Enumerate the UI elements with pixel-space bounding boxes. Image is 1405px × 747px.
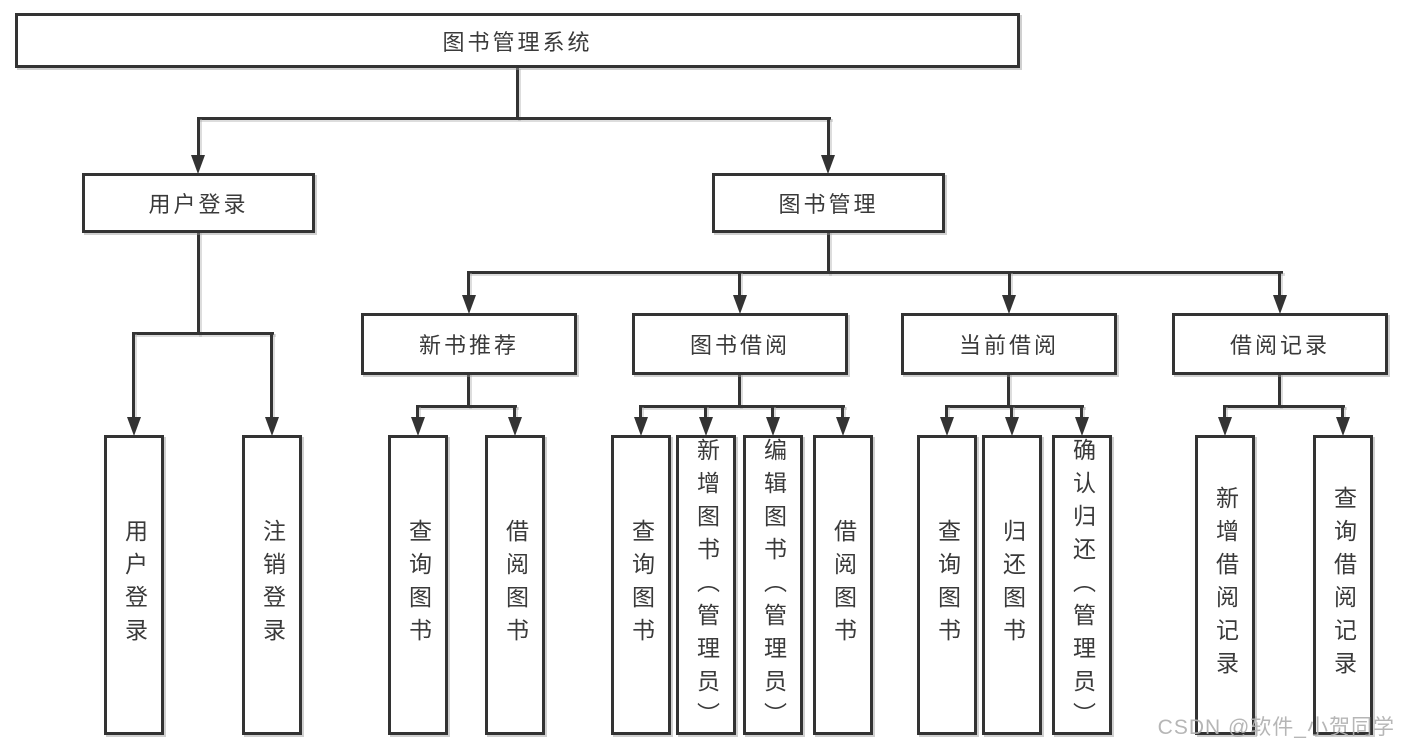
connector-line <box>827 231 830 274</box>
connector-line <box>1278 271 1281 299</box>
node-book-borrowing: 图书借阅 <box>632 313 848 375</box>
connector-line <box>467 271 1283 274</box>
node-book-management: 图书管理 <box>712 173 945 233</box>
leaf-edit-book-admin: 编辑图书（管理员） <box>743 435 803 735</box>
connector-line <box>639 405 845 408</box>
connector-line <box>467 271 470 299</box>
arrowhead <box>411 417 425 436</box>
connector-line <box>1341 405 1344 421</box>
connector-line <box>132 332 274 335</box>
connector-line <box>738 373 741 407</box>
leaf-query-borrow-record: 查询借阅记录 <box>1313 435 1373 735</box>
connector-line <box>704 405 707 421</box>
arrowhead <box>462 295 476 314</box>
arrowhead <box>1002 295 1016 314</box>
connector-line <box>132 332 135 420</box>
connector-line <box>197 117 200 157</box>
arrowhead <box>508 417 522 436</box>
connector-line <box>467 373 470 407</box>
arrowhead <box>634 417 648 436</box>
leaf-query-books-borrowing: 查询图书 <box>611 435 671 735</box>
connector-line <box>1010 405 1013 421</box>
node-current-borrowing: 当前借阅 <box>901 313 1117 375</box>
connector-line <box>841 405 844 421</box>
leaf-user-login: 用户登录 <box>104 435 164 735</box>
leaf-query-books-recommend: 查询图书 <box>388 435 448 735</box>
arrowhead <box>127 417 141 436</box>
leaf-confirm-return-admin: 确认归还（管理员） <box>1052 435 1112 735</box>
connector-line <box>1080 405 1083 421</box>
leaf-borrow-books-recommend: 借阅图书 <box>485 435 545 735</box>
leaf-borrow-books: 借阅图书 <box>813 435 873 735</box>
connector-line <box>639 405 642 421</box>
connector-line <box>1223 405 1226 421</box>
connector-line <box>270 332 273 420</box>
connector-line <box>197 231 200 335</box>
arrowhead <box>1336 417 1350 436</box>
arrowhead <box>821 155 835 174</box>
connector-line <box>416 405 517 408</box>
leaf-query-books-current: 查询图书 <box>917 435 977 735</box>
arrowhead <box>699 417 713 436</box>
watermark: CSDN @软件_小贺同学 <box>1157 716 1395 739</box>
connector-line <box>945 405 948 421</box>
connector-line <box>416 405 419 421</box>
arrowhead <box>191 155 205 174</box>
arrowhead <box>940 417 954 436</box>
arrowhead <box>1218 417 1232 436</box>
leaf-logout: 注销登录 <box>242 435 302 735</box>
connector-line <box>771 405 774 421</box>
arrowhead <box>1075 417 1089 436</box>
arrowhead <box>1273 295 1287 314</box>
leaf-return-book: 归还图书 <box>982 435 1042 735</box>
arrowhead <box>836 417 850 436</box>
connector-line <box>1223 405 1345 408</box>
arrowhead <box>766 417 780 436</box>
arrowhead <box>1005 417 1019 436</box>
connector-line <box>945 405 1084 408</box>
node-new-book-recommend: 新书推荐 <box>361 313 577 375</box>
connector-line <box>516 67 519 119</box>
connector-line <box>827 117 830 157</box>
connector-line <box>738 271 741 299</box>
leaf-add-book-admin: 新增图书（管理员） <box>676 435 736 735</box>
node-user-login: 用户登录 <box>82 173 315 233</box>
node-root: 图书管理系统 <box>15 13 1020 68</box>
leaf-add-borrow-record: 新增借阅记录 <box>1195 435 1255 735</box>
connector-line <box>513 405 516 421</box>
connector-line <box>1008 271 1011 299</box>
node-borrow-records: 借阅记录 <box>1172 313 1388 375</box>
connector-line <box>1278 373 1281 407</box>
connector-line <box>197 117 831 120</box>
arrowhead <box>265 417 279 436</box>
connector-line <box>1007 373 1010 407</box>
arrowhead <box>733 295 747 314</box>
